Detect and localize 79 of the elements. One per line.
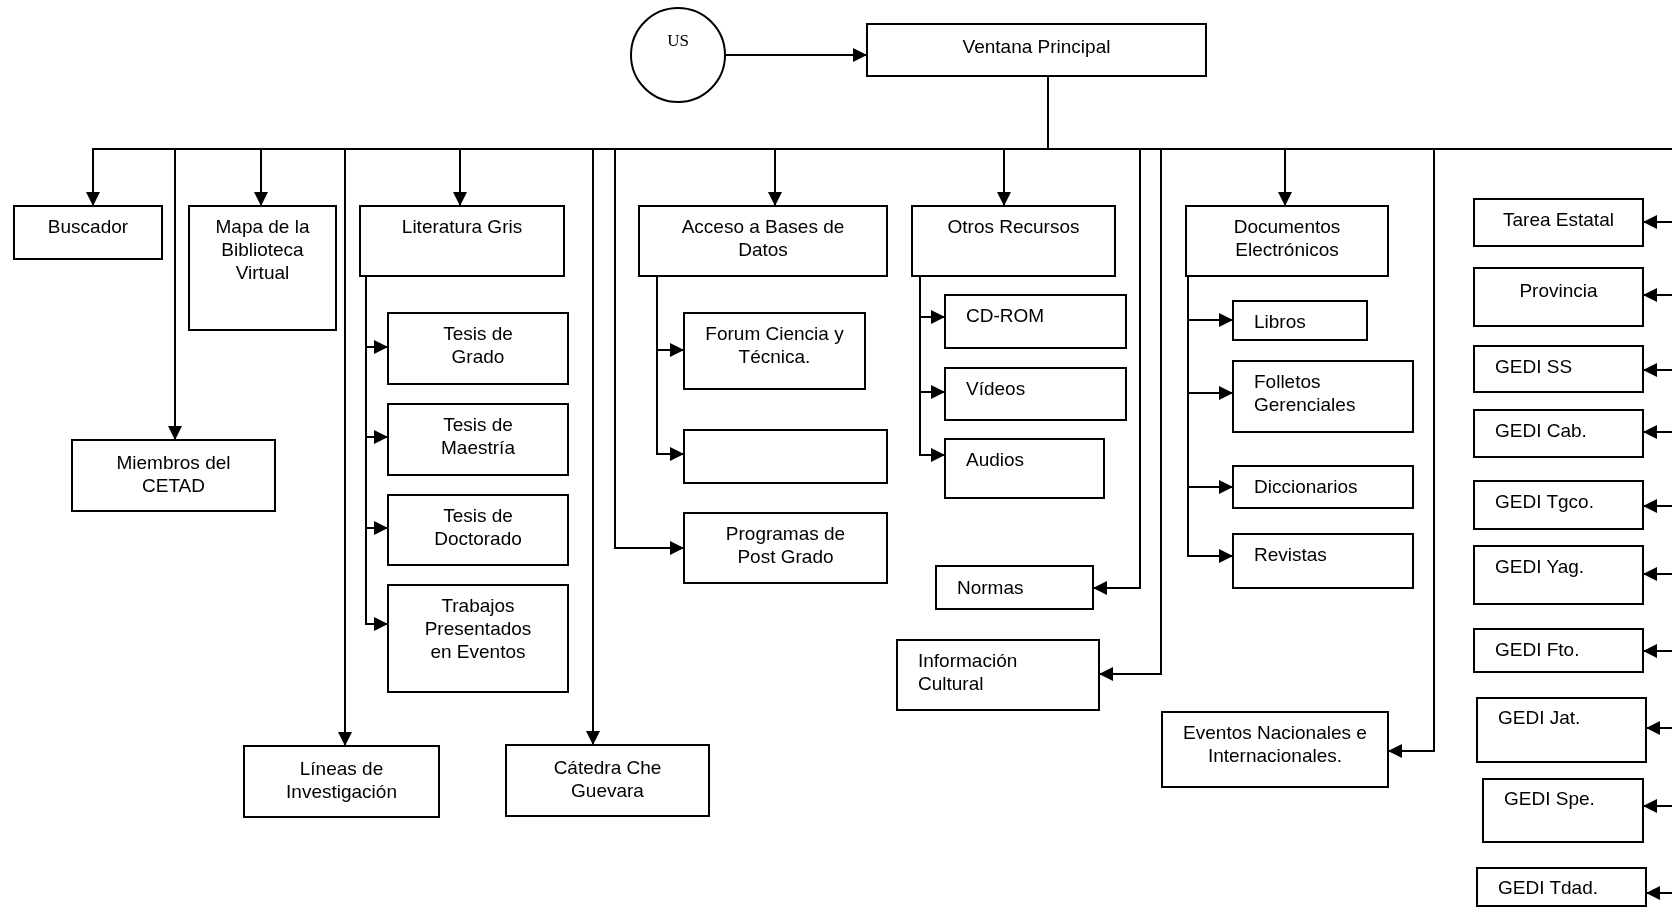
menu-box (683, 312, 866, 390)
box-label: Tesis de Maestría (440, 413, 516, 459)
box-label: Ventana Principal (961, 35, 1112, 58)
box-label: Eventos Nacionales e Internacionales. (1182, 721, 1368, 767)
connector-arrow (919, 276, 945, 462)
box-label: GEDI Jat. (1498, 706, 1582, 729)
box-label: Líneas de Investigación (285, 757, 398, 803)
menu-box (1482, 778, 1644, 843)
menu-box (1476, 697, 1647, 763)
box-label: GEDI Fto. (1495, 638, 1581, 661)
menu-box (944, 367, 1127, 421)
box-label: Revistas (1254, 543, 1328, 566)
menu-box (944, 438, 1105, 499)
menu-box (1232, 300, 1368, 341)
box-label: GEDI Yag. (1495, 555, 1586, 578)
box-label: US (666, 30, 690, 52)
menu-box (387, 494, 569, 566)
box-label: Vídeos (966, 377, 1027, 400)
box-label: Otros Recursos (946, 215, 1081, 238)
menu-box (188, 205, 337, 331)
menu-box (1232, 465, 1414, 509)
box-label: Normas (957, 576, 1025, 599)
menu-box (1473, 345, 1644, 393)
box-label: Audios (966, 448, 1026, 471)
box-label: Literatura Gris (400, 215, 524, 238)
menu-box (1473, 545, 1644, 605)
menu-box (359, 205, 565, 277)
connector-arrow (656, 276, 684, 461)
menu-box (1185, 205, 1389, 277)
box-label: Acceso a Bases de Datos (680, 215, 846, 261)
menu-box (638, 205, 888, 277)
box-label: Diccionarios (1254, 475, 1359, 498)
connector-arrow (725, 48, 867, 62)
box-label: Cátedra Che Guevara (552, 756, 663, 802)
box-label: Libros (1254, 310, 1307, 333)
menu-box (243, 745, 440, 818)
menu-box (505, 744, 710, 817)
menu-box (387, 312, 569, 385)
menu-box (1473, 480, 1644, 530)
menu-box (13, 205, 163, 260)
box-label: Forum Ciencia y Técnica. (704, 322, 845, 368)
menu-box (1473, 409, 1644, 458)
menu-box (1161, 711, 1389, 788)
box-label: Mapa de la Biblioteca Virtual (214, 215, 311, 284)
menu-box (1473, 267, 1644, 327)
box-label: GEDI Spe. (1504, 787, 1596, 810)
menu-box (387, 584, 569, 693)
menu-box (1473, 628, 1644, 673)
box-label: Provincia (1518, 279, 1599, 302)
box-label: Tesis de Doctorado (433, 504, 523, 550)
box-label: Folletos Gerenciales (1254, 370, 1357, 416)
menu-box (387, 403, 569, 476)
box-label: GEDI SS (1495, 355, 1574, 378)
box-label: Tarea Estatal (1502, 208, 1615, 231)
menu-box (1473, 198, 1644, 247)
box-label: Miembros del CETAD (115, 451, 232, 497)
box-label: CD-ROM (966, 304, 1046, 327)
empty-box (683, 429, 888, 484)
menu-box (911, 205, 1116, 277)
menu-box (935, 565, 1094, 610)
menu-box (683, 512, 888, 584)
menu-box (71, 439, 276, 512)
box-label: Documentos Electrónicos (1232, 215, 1342, 261)
box-label: Trabajos Presentados en Eventos (423, 594, 533, 663)
box-label: GEDI Cab. (1495, 419, 1588, 442)
menu-box (896, 639, 1100, 711)
menu-box (1476, 867, 1647, 907)
box-label: Tesis de Grado (442, 322, 514, 368)
menu-box (1232, 360, 1414, 433)
menu-box (1232, 533, 1414, 589)
box-label: GEDI Tgco. (1495, 490, 1595, 513)
box-label: Buscador (46, 215, 130, 238)
connector-arrow (1187, 276, 1233, 563)
menu-box (944, 294, 1127, 349)
box-label: Información Cultural (918, 649, 1019, 695)
connector-arrow (365, 276, 388, 631)
box-label: GEDI Tdad. (1498, 876, 1599, 899)
menu-box (866, 23, 1207, 77)
box-label: Programas de Post Grado (724, 522, 847, 568)
